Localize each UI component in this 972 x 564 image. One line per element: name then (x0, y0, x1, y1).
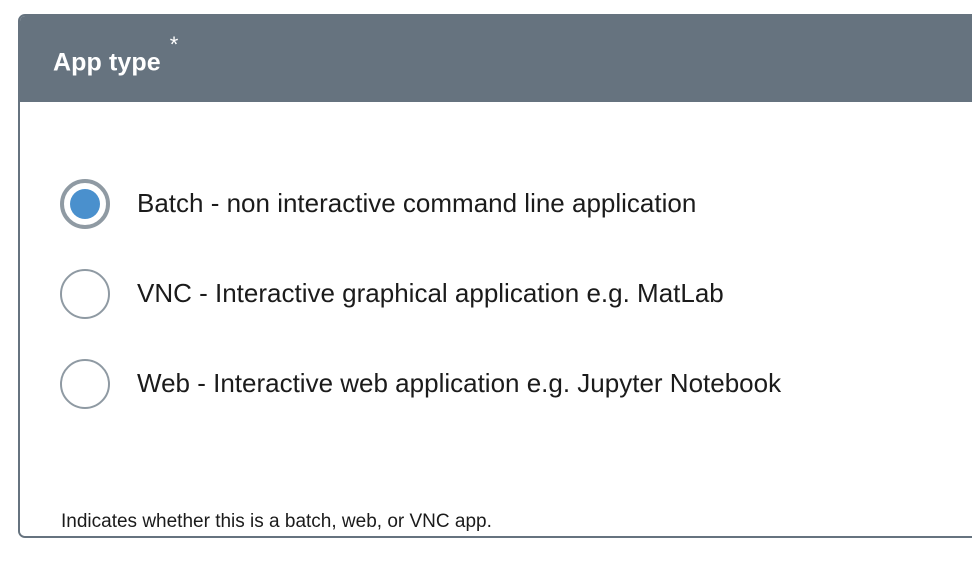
radio-label-batch[interactable]: Batch - non interactive command line app… (137, 188, 697, 219)
radio-label-vnc[interactable]: VNC - Interactive graphical application … (137, 278, 724, 309)
radio-selected-dot-icon (70, 189, 100, 219)
card-body: Batch - non interactive command line app… (20, 102, 972, 536)
radio-option-web[interactable]: Web - Interactive web application e.g. J… (60, 339, 940, 429)
radio-option-batch[interactable]: Batch - non interactive command line app… (60, 159, 940, 249)
card-header: App type * (20, 16, 972, 102)
radio-option-vnc[interactable]: VNC - Interactive graphical application … (60, 249, 940, 339)
radio-icon-vnc[interactable] (60, 269, 110, 319)
radio-icon-web[interactable] (60, 359, 110, 409)
app-type-radio-group: Batch - non interactive command line app… (60, 159, 940, 429)
required-asterisk: * (169, 31, 179, 57)
radio-label-web[interactable]: Web - Interactive web application e.g. J… (137, 368, 782, 399)
field-help-text: Indicates whether this is a batch, web, … (61, 511, 492, 532)
card-title-text: App type (53, 48, 161, 77)
radio-icon-batch[interactable] (60, 179, 110, 229)
page-title: App type * (53, 33, 178, 77)
app-type-card: App type * Batch - non interactive comman… (18, 14, 972, 538)
